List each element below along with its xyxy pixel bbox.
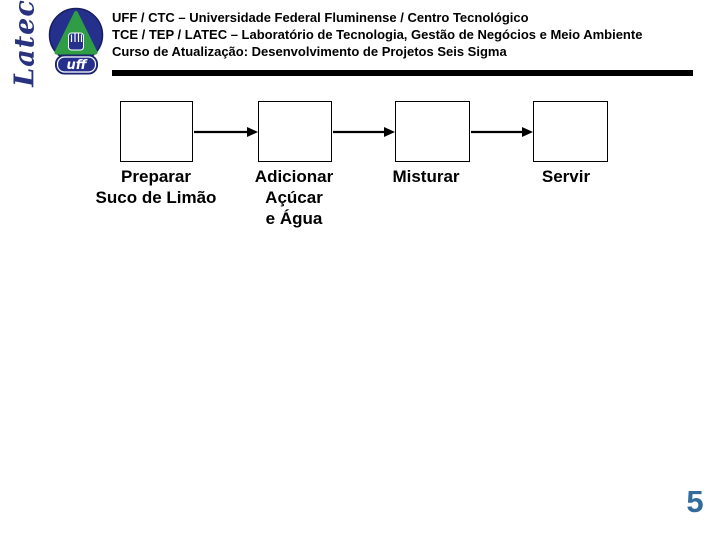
latec-wordmark-text: Latec bbox=[9, 0, 41, 87]
arrowhead-2 bbox=[384, 127, 395, 137]
page-number: 5 bbox=[686, 484, 704, 519]
flow-step-box-2 bbox=[258, 101, 332, 162]
header-separator-rule bbox=[112, 70, 693, 76]
uff-logo: uff bbox=[48, 7, 104, 75]
flow-step-label-3: Misturar bbox=[392, 167, 460, 186]
flow-step-label-1: Preparar Suco de Limão bbox=[95, 167, 217, 207]
header-line-1: UFF / CTC – Universidade Federal Flumine… bbox=[112, 10, 529, 25]
arrowhead-3 bbox=[522, 127, 533, 137]
uff-badge bbox=[55, 54, 98, 75]
latec-wordmark: Latec bbox=[8, 0, 42, 87]
flow-step-box-4 bbox=[533, 101, 608, 162]
flow-step-box-3 bbox=[395, 101, 470, 162]
header-line-3: Curso de Atualização: Desenvolvimento de… bbox=[112, 44, 507, 59]
uff-badge-inner-ring bbox=[56, 56, 97, 73]
flow-step-label-4: Servir bbox=[541, 167, 591, 186]
header-line-2: TCE / TEP / LATEC – Laboratório de Tecno… bbox=[112, 27, 643, 42]
uff-logo-hand-icon bbox=[68, 32, 84, 51]
flow-step-box-1 bbox=[120, 101, 193, 162]
slide-header: UFF / CTC – Universidade Federal Flumine… bbox=[112, 9, 712, 60]
uff-badge-text: uff bbox=[66, 58, 87, 73]
arrowhead-1 bbox=[247, 127, 258, 137]
flow-step-label-2: Adicionar Açúcar e Água bbox=[254, 167, 334, 228]
